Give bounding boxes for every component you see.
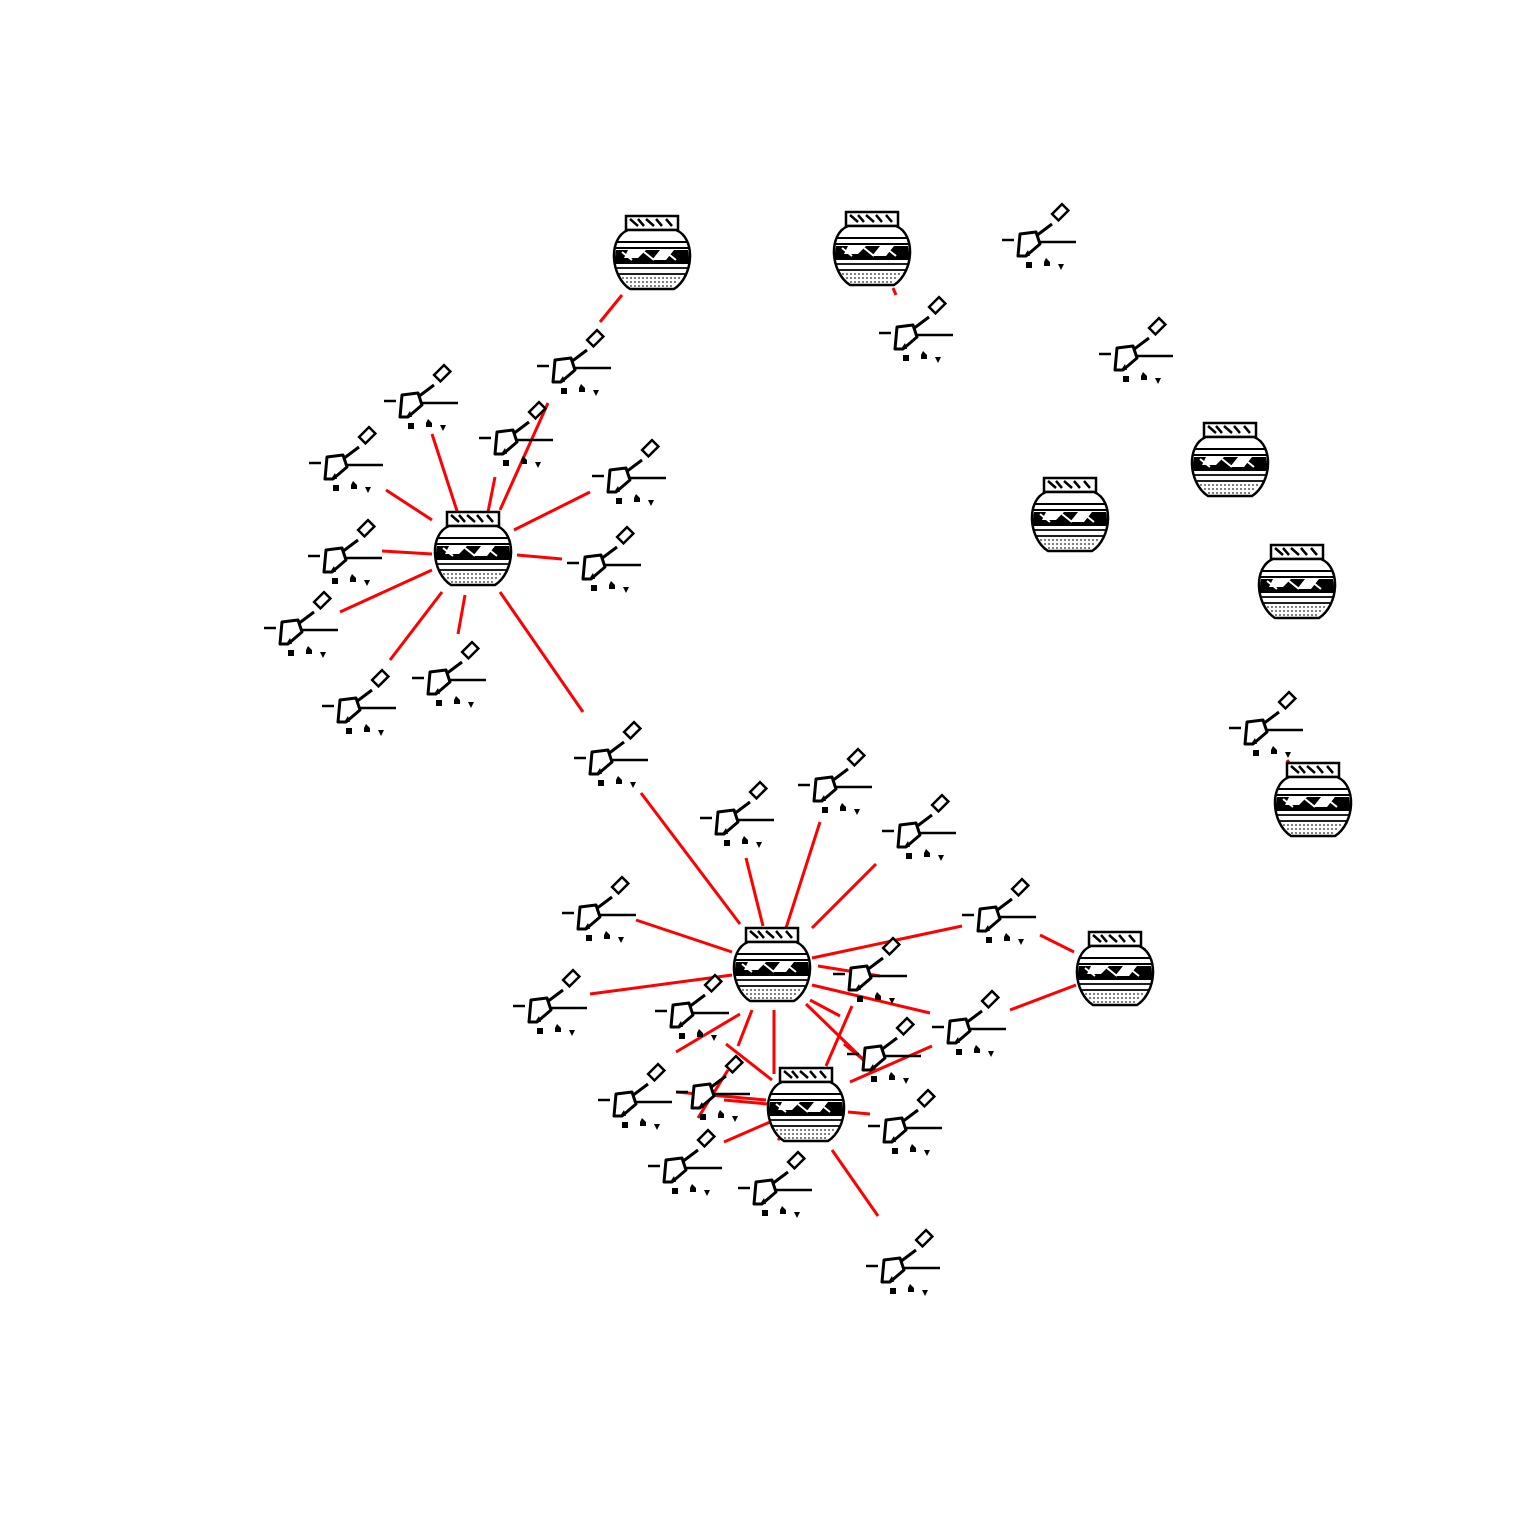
- site-node-0: [1000, 202, 1078, 272]
- site-node-24: [845, 1016, 923, 1086]
- site-node-3: [535, 328, 613, 398]
- edge-37: [830, 1149, 880, 1217]
- edge-30: [824, 1005, 854, 1067]
- edge-12: [388, 591, 444, 661]
- edge-11: [456, 594, 467, 635]
- edge-18: [635, 918, 733, 954]
- site-node-5: [477, 400, 555, 470]
- edge-20: [589, 973, 733, 996]
- edge-39: [776, 1136, 782, 1142]
- edge-8: [381, 549, 433, 556]
- edge-10: [339, 568, 433, 614]
- pottery-node-1: [832, 210, 912, 287]
- site-node-27: [866, 1088, 944, 1158]
- pottery-node-6: [1273, 761, 1353, 838]
- pottery-node-8: [1075, 930, 1155, 1007]
- pottery-node-7: [732, 926, 812, 1003]
- site-node-18: [560, 875, 638, 945]
- edge-9: [516, 553, 563, 561]
- edge-28: [809, 998, 841, 1018]
- site-node-23: [930, 989, 1008, 1059]
- site-node-25: [596, 1062, 674, 1132]
- edge-33: [675, 1090, 767, 1102]
- site-node-20: [511, 968, 589, 1038]
- pottery-node-3: [1030, 476, 1110, 553]
- site-node-15: [796, 747, 874, 817]
- edge-34: [723, 1098, 769, 1106]
- edge-21: [1039, 933, 1075, 954]
- edge-23: [811, 983, 931, 1015]
- nodes-layer: [262, 202, 1353, 1298]
- edge-36: [847, 1110, 871, 1116]
- pottery-node-2: [1190, 421, 1270, 498]
- site-node-19: [960, 877, 1038, 947]
- pottery-node-5: [433, 510, 513, 587]
- edge-0: [598, 294, 624, 323]
- site-node-14: [572, 720, 650, 790]
- site-node-1: [877, 295, 955, 365]
- site-node-2: [1097, 316, 1175, 386]
- site-node-4: [382, 363, 460, 433]
- site-node-13: [1227, 690, 1305, 760]
- edge-15: [744, 857, 765, 927]
- edge-26: [736, 1009, 754, 1047]
- site-node-12: [320, 668, 398, 738]
- site-node-10: [262, 590, 340, 660]
- pottery-node-9: [766, 1066, 846, 1143]
- site-node-17: [880, 793, 958, 863]
- edge-6: [385, 488, 433, 522]
- edge-16: [784, 821, 822, 929]
- edge-5: [430, 433, 460, 515]
- site-node-26: [674, 1054, 752, 1124]
- site-node-7: [590, 438, 668, 508]
- site-node-11: [410, 640, 488, 710]
- edge-3: [498, 402, 550, 511]
- site-node-16: [698, 780, 776, 850]
- edge-27: [675, 1012, 741, 1054]
- site-node-8: [306, 518, 384, 588]
- site-node-9: [565, 525, 643, 595]
- edge-35: [723, 1120, 771, 1144]
- edge-24: [1009, 983, 1077, 1012]
- edge-14: [639, 792, 742, 925]
- site-node-28: [646, 1128, 724, 1198]
- pottery-node-0: [612, 214, 692, 291]
- site-node-6: [307, 425, 385, 495]
- edge-19: [811, 924, 963, 960]
- edge-13: [498, 591, 585, 713]
- edge-7: [513, 490, 591, 532]
- edge-17: [810, 862, 878, 930]
- site-node-29: [736, 1150, 814, 1220]
- pottery-node-4: [1257, 543, 1337, 620]
- edge-31: [849, 1044, 933, 1084]
- site-node-30: [864, 1228, 942, 1298]
- edge-4: [486, 476, 497, 513]
- edge-32: [725, 1042, 773, 1082]
- edge-1: [891, 287, 898, 296]
